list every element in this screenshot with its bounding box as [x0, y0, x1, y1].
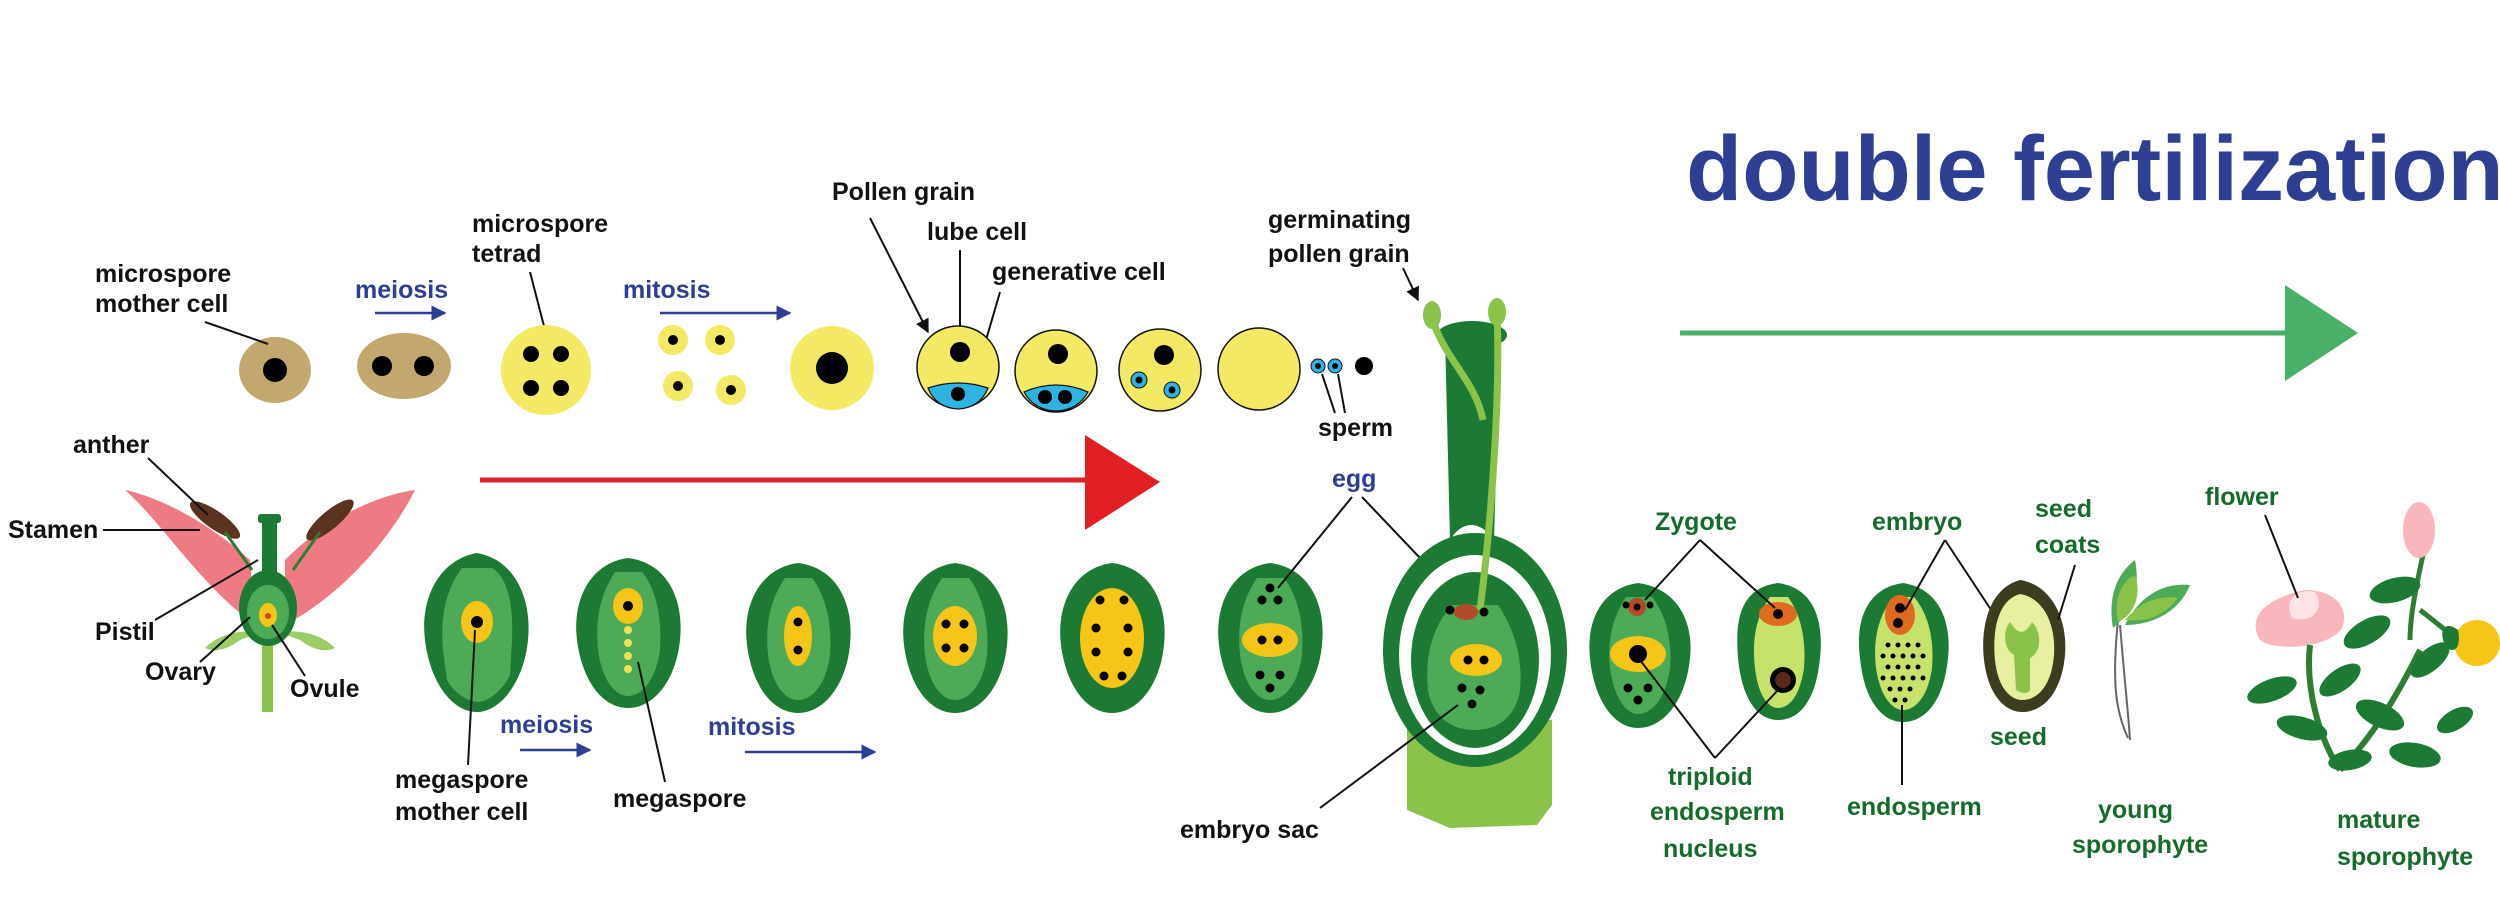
tube-cell-label: lube cell: [927, 218, 1027, 246]
microspore-tetrad-stage: microspore tetrad: [472, 210, 608, 415]
flower-cross-section: anther Stamen Pistil Ovary Ovule: [8, 431, 415, 712]
mature-sporophyte-label-2: sporophyte: [2337, 843, 2473, 871]
ovule-megaspore: megaspore: [576, 558, 746, 813]
pollen-grain-label: Pollen grain: [832, 178, 975, 206]
ovule-embryo-sac-4-nuclei: [903, 563, 1008, 713]
pistil-label: Pistil: [95, 618, 155, 646]
mitosis-top-label: mitosis: [623, 276, 711, 304]
pollen-grain-stage: Pollen grain lube cell generative cell: [832, 178, 1166, 410]
megaspore-mother-cell-label-2: mother cell: [395, 798, 528, 826]
embryo-sac-label: embryo sac: [1180, 816, 1319, 844]
endosperm-label-1: endosperm: [1650, 798, 1785, 826]
mitosis-bottom-stage: mitosis: [708, 713, 877, 760]
zygote-labels: Zygote triploid endosperm nucleus: [1639, 508, 1785, 863]
microspore-mother-cell-stage: microspore mother cell: [95, 260, 311, 403]
ovule-mature-embryo-sac: egg: [1218, 465, 1461, 713]
seed-coats-label-1: seed: [2035, 495, 2092, 523]
ovule-embryo-sac-2-nuclei: [746, 563, 851, 713]
embryo-label: embryo: [1872, 508, 1962, 536]
seed-stage: seed coats seed: [1983, 495, 2100, 751]
diagram-title: double fertilization: [1686, 118, 2500, 220]
germinating-pollen-grain-label-1: germinating: [1268, 206, 1411, 234]
microspore-mother-cell-label-2: mother cell: [95, 290, 228, 318]
progress-arrow-red: [480, 435, 1160, 530]
mature-sporophyte-plant: flower mature sporophyte: [2205, 483, 2500, 871]
microspore-tetrad-label-2: tetrad: [472, 240, 541, 268]
stamen-label: Stamen: [8, 516, 98, 544]
zygote-label: Zygote: [1655, 508, 1737, 536]
meiosis-top-label: meiosis: [355, 276, 448, 304]
microspore-tetrad-label-1: microspore: [472, 210, 608, 238]
megaspore-label: megaspore: [613, 785, 746, 813]
flower-label: flower: [2205, 483, 2279, 511]
microspore-mother-cell-label-1: microspore: [95, 260, 231, 288]
mature-sporophyte-label-1: mature: [2337, 806, 2420, 834]
seed-label: seed: [1990, 723, 2047, 751]
egg-label: egg: [1332, 465, 1376, 493]
meiosis-bottom-label: meiosis: [500, 711, 593, 739]
meiosis-bottom-stage: meiosis: [500, 711, 593, 758]
sperm-label: sperm: [1318, 414, 1393, 442]
seed-coats-label-2: coats: [2035, 531, 2100, 559]
ovule-embryo-endosperm: embryo endosperm: [1847, 508, 2004, 821]
ovule-endosperm-forming: [1737, 583, 1821, 720]
young-sporophyte-plant: young sporophyte: [2072, 560, 2208, 859]
young-sporophyte-label-2: sporophyte: [2072, 831, 2208, 859]
germinating-pollen-grain-label-2: pollen grain: [1268, 240, 1410, 268]
anther-label: anther: [73, 431, 150, 459]
progress-arrow-green: [1680, 285, 2358, 381]
ovule-megaspore-mother-cell: megaspore mother cell: [395, 553, 529, 826]
ovary-label: Ovary: [145, 658, 216, 686]
young-sporophyte-label-1: young: [2098, 796, 2173, 824]
pollen-development-stages: sperm: [1014, 327, 1393, 442]
generative-cell-label: generative cell: [992, 258, 1166, 286]
fertilizing-ovule-with-pollen-tube: germinating pollen grain embryo sac: [1180, 206, 1567, 844]
ovule-embryo-sac-8-nuclei: [1060, 563, 1165, 713]
endosperm-label: endosperm: [1847, 793, 1982, 821]
meiosis-top-stage: meiosis: [355, 276, 451, 399]
mitosis-bottom-label: mitosis: [708, 713, 796, 741]
mitosis-top-stage: mitosis: [623, 276, 874, 410]
nucleus-label: nucleus: [1663, 835, 1757, 863]
ovule-label: Ovule: [290, 675, 360, 703]
triploid-label: triploid: [1668, 763, 1753, 791]
megaspore-mother-cell-label-1: megaspore: [395, 766, 528, 794]
